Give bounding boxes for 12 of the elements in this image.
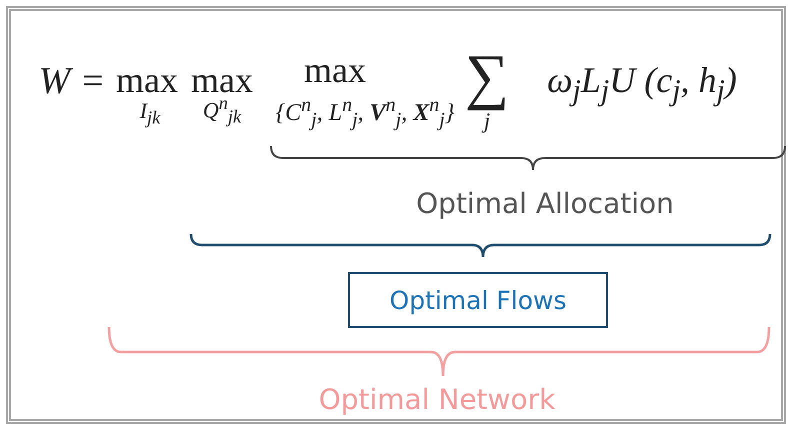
subscript-text: j bbox=[484, 110, 490, 132]
subscript-text: {C$^{n}$$_{j}$, L$^{n}$$_{j}$, V$^{n}$$_{j}$, X$^{n}$$_{j}$} bbox=[276, 95, 454, 130]
formula-text: max bbox=[191, 62, 253, 98]
formula-text: max bbox=[116, 62, 178, 98]
subscript-text: I$_{jk}$ bbox=[140, 100, 160, 127]
formula-text: W = bbox=[38, 62, 106, 100]
formula-text: ω$_{j}$L$_{j}$U (c$_{j}$, h$_{j}$) bbox=[547, 62, 737, 106]
bracket-label: Optimal Allocation bbox=[416, 190, 674, 218]
formula-text: max bbox=[304, 52, 366, 88]
label-box: Optimal Flows bbox=[348, 272, 608, 328]
bracket-label: Optimal Network bbox=[318, 386, 556, 414]
sum-symbol: ∑ bbox=[464, 46, 510, 108]
